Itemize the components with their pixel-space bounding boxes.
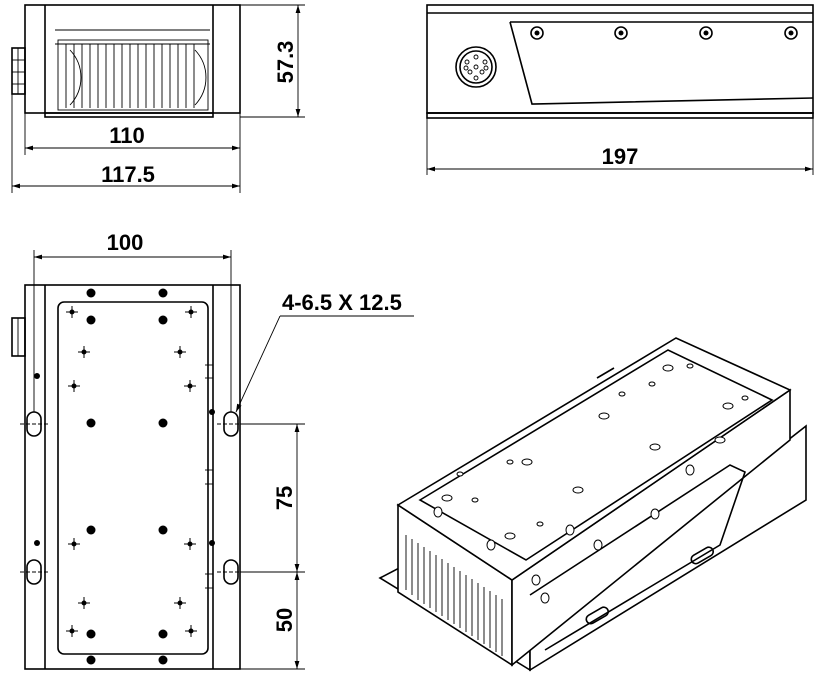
dim-slot-spacing: 75 xyxy=(272,486,297,510)
plan-crosshair-holes xyxy=(66,306,197,637)
side-view: 197 xyxy=(426,4,814,175)
heatsink-fins xyxy=(55,29,210,111)
round-connector xyxy=(455,46,497,88)
connector-side xyxy=(11,47,26,95)
dim-top-outer-width: 117.5 xyxy=(101,162,155,187)
dim-top-inner-width: 110 xyxy=(109,123,145,148)
front-view: 57.3 110 117.5 xyxy=(11,4,305,193)
dim-top-height: 57.3 xyxy=(273,41,298,84)
plan-view: 100 4-6.5 X 12.5 75 50 xyxy=(11,230,414,670)
dim-slot-offset: 50 xyxy=(272,608,297,632)
slot-callout: 4-6.5 X 12.5 xyxy=(282,290,402,315)
mounting-slots xyxy=(20,411,245,585)
iso-top-holes xyxy=(441,363,749,540)
plan-screw-holes xyxy=(34,288,215,665)
dim-plan-width: 100 xyxy=(107,230,144,255)
isometric-view xyxy=(378,337,807,672)
iso-side-holes xyxy=(433,464,695,604)
iso-heatsink-fins xyxy=(405,535,503,656)
side-screws xyxy=(530,26,798,40)
dim-side-length: 197 xyxy=(602,144,639,169)
